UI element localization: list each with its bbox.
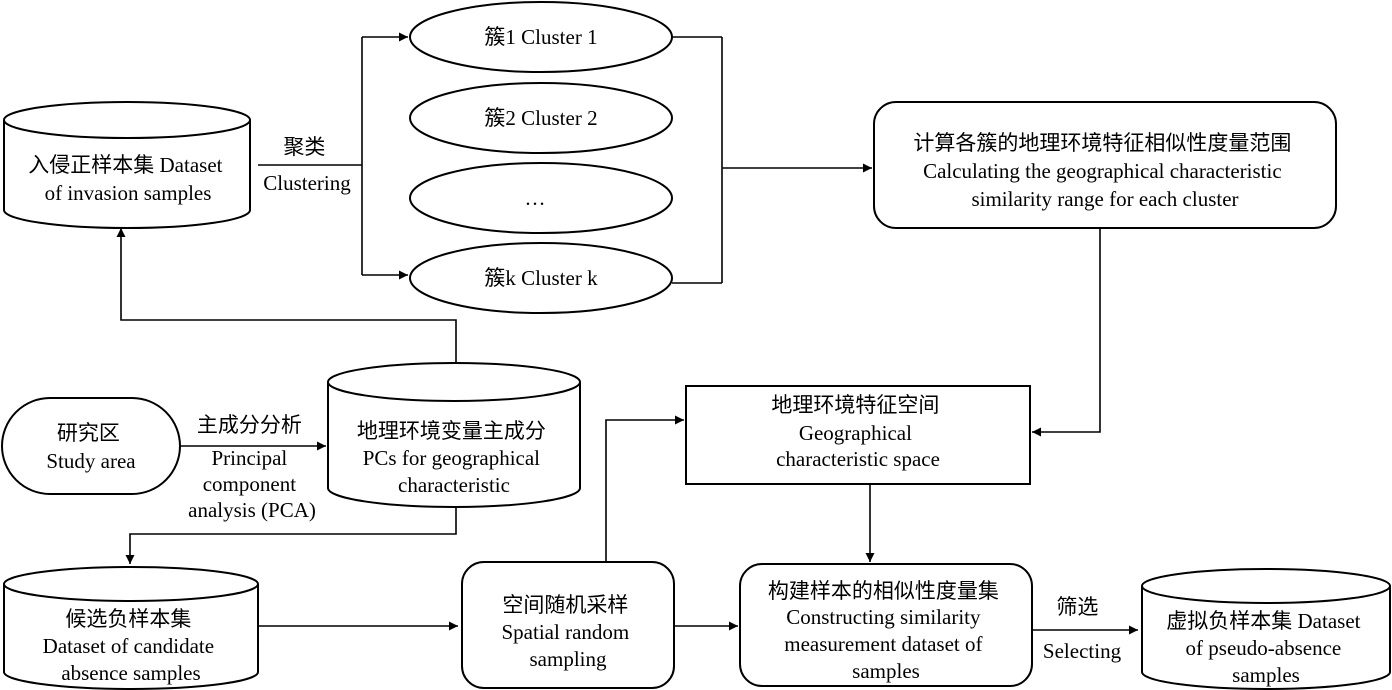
edge-label-pca-line-3: component: [203, 472, 296, 496]
pseudo-absence-label-line-2: of pseudo-absence: [1186, 636, 1342, 660]
invasion-dataset-label: 入侵正样本集 Dataset of invasion samples: [28, 153, 227, 205]
candidate-dataset-label-line-2: Dataset of candidate: [43, 634, 214, 658]
edge-label-selecting-line-2: Selecting: [1043, 639, 1122, 663]
similarity-set-label-line-4: samples: [852, 659, 920, 683]
candidate-dataset-label-line-1: 候选负样本集: [65, 607, 191, 631]
cluster-ellipsis-node: …: [409, 162, 673, 234]
calc-range-label-line-1: 计算各簇的地理环境特征相似性度量范围: [913, 131, 1291, 155]
pcs-label: 地理环境变量主成分 PCs for geographical character…: [357, 419, 551, 497]
calc-range-shape: [873, 101, 1337, 229]
edge-label-selecting: 筛选 Selecting: [1043, 595, 1122, 663]
random-sampling-label: 空间随机采样 Spatial random sampling: [502, 593, 635, 671]
edge-calc-to-geo-space: [1032, 228, 1101, 437]
geo-space-label-line-2: Geographical: [799, 421, 912, 445]
cluster-k-label: 簇k Cluster k: [484, 266, 598, 290]
study-area-node: 研究区 Study area: [1, 397, 181, 495]
pcs-label-line-3: characteristic: [398, 473, 510, 497]
pseudo-absence-shape: [1141, 568, 1391, 690]
geo-space-node: 地理环境特征空间 Geographical characteristic spa…: [685, 385, 1031, 485]
connectors: [116, 32, 1138, 635]
pseudo-absence-rim: [1141, 585, 1391, 604]
pcs-label-line-2: PCs for geographical: [363, 446, 540, 470]
pseudo-absence-label: 虚拟负样本集 Dataset of pseudo-absence samples: [1166, 609, 1365, 687]
random-sampling-shape: [461, 561, 675, 689]
invasion-dataset-label-line-2: of invasion samples: [45, 181, 212, 205]
cluster-1-shape: [409, 1, 673, 73]
edge-label-pca-line-1: 主成分分析: [197, 413, 302, 437]
cluster-ellipsis-label: …: [525, 186, 546, 210]
geo-space-shape: [685, 385, 1031, 485]
random-sampling-node: 空间随机采样 Spatial random sampling: [461, 561, 675, 689]
pseudo-absence-node: 虚拟负样本集 Dataset of pseudo-absence samples: [1141, 568, 1391, 690]
study-area-shape: [1, 397, 181, 495]
invasion-dataset-label-line-1: 入侵正样本集 Dataset: [28, 153, 222, 177]
study-area-label-line-1: 研究区: [57, 421, 120, 445]
cluster-ellipsis-shape: [409, 162, 673, 234]
cluster-2-label-line-1: 簇2 Cluster 2: [484, 106, 597, 130]
random-sampling-label-line-2: Spatial random: [502, 620, 630, 644]
edge-label-clustering-line-1: 聚类: [283, 135, 325, 159]
pseudo-absence-label-line-3: samples: [1232, 663, 1300, 687]
random-sampling-label-line-1: 空间随机采样: [502, 593, 628, 617]
invasion-dataset-shape: [3, 101, 251, 229]
candidate-dataset-label-line-3: absence samples: [61, 661, 200, 685]
calc-range-label: 计算各簇的地理环境特征相似性度量范围 Calculating the geogr…: [913, 131, 1296, 211]
edge-label-clustering: 聚类 Clustering: [263, 135, 351, 195]
pseudo-absence-label-line-1: 虚拟负样本集 Dataset: [1166, 609, 1360, 633]
similarity-set-shape: [739, 563, 1033, 687]
similarity-set-label-line-3: measurement dataset of: [784, 632, 982, 656]
edge-pcs-to-candidate: [125, 508, 457, 564]
geo-space-label: 地理环境特征空间 Geographical characteristic spa…: [771, 393, 944, 471]
edge-label-clustering-line-2: Clustering: [263, 171, 351, 195]
geo-space-label-line-1: 地理环境特征空间: [771, 393, 939, 417]
pcs-rim: [327, 381, 581, 402]
invasion-dataset-rim: [3, 119, 251, 139]
edge-label-pca: 主成分分析 Principal component analysis (PCA): [188, 413, 316, 522]
similarity-set-node: 构建样本的相似性度量集 Constructing similarity meas…: [739, 563, 1033, 687]
pcs-node: 地理环境变量主成分 PCs for geographical character…: [327, 362, 581, 508]
similarity-set-label: 构建样本的相似性度量集 Constructing similarity meas…: [768, 579, 1004, 683]
study-area-label-line-2: Study area: [46, 449, 136, 473]
cluster-k-node: 簇k Cluster k: [409, 242, 673, 314]
calc-range-label-line-2: Calculating the geographical characteris…: [923, 159, 1282, 183]
study-area-label: 研究区 Study area: [46, 421, 136, 473]
geo-space-label-line-3: characteristic space: [776, 447, 940, 471]
similarity-set-label-line-2: Constructing similarity: [786, 605, 981, 629]
cluster-1-node: 簇1 Cluster 1: [409, 1, 673, 73]
edge-pcs-to-invasion: [116, 228, 457, 362]
cluster-1-label-line-1: 簇1 Cluster 1: [484, 25, 597, 49]
candidate-dataset-node: 候选负样本集 Dataset of candidate absence samp…: [3, 566, 259, 690]
similarity-set-label-line-1: 构建样本的相似性度量集: [768, 579, 999, 603]
calc-range-label-line-3: similarity range for each cluster: [971, 187, 1238, 211]
cluster-2-label: 簇2 Cluster 2: [484, 106, 597, 130]
cluster-1-label: 簇1 Cluster 1: [484, 25, 597, 49]
pcs-label-line-1: 地理环境变量主成分: [357, 419, 546, 443]
cluster-2-shape: [409, 82, 673, 154]
edge-label-pca-line-2: Principal: [211, 446, 287, 470]
cluster-k-label-line-1: 簇k Cluster k: [484, 266, 598, 290]
cluster-k-shape: [409, 242, 673, 314]
edge-label-pca-line-4: analysis (PCA): [188, 498, 316, 522]
cluster-ellipsis-label-line-1: …: [525, 186, 546, 210]
random-sampling-label-line-3: sampling: [530, 647, 607, 671]
calc-range-node: 计算各簇的地理环境特征相似性度量范围 Calculating the geogr…: [873, 101, 1337, 229]
edge-label-selecting-line-1: 筛选: [1056, 595, 1098, 619]
candidate-dataset-rim: [3, 583, 259, 602]
invasion-dataset-node: 入侵正样本集 Dataset of invasion samples: [3, 101, 251, 229]
candidate-dataset-label: 候选负样本集 Dataset of candidate absence samp…: [43, 607, 220, 685]
cluster-2-node: 簇2 Cluster 2: [409, 82, 673, 154]
candidate-dataset-shape: [3, 566, 259, 690]
edge-sampling-to-geo-space: [605, 415, 684, 562]
